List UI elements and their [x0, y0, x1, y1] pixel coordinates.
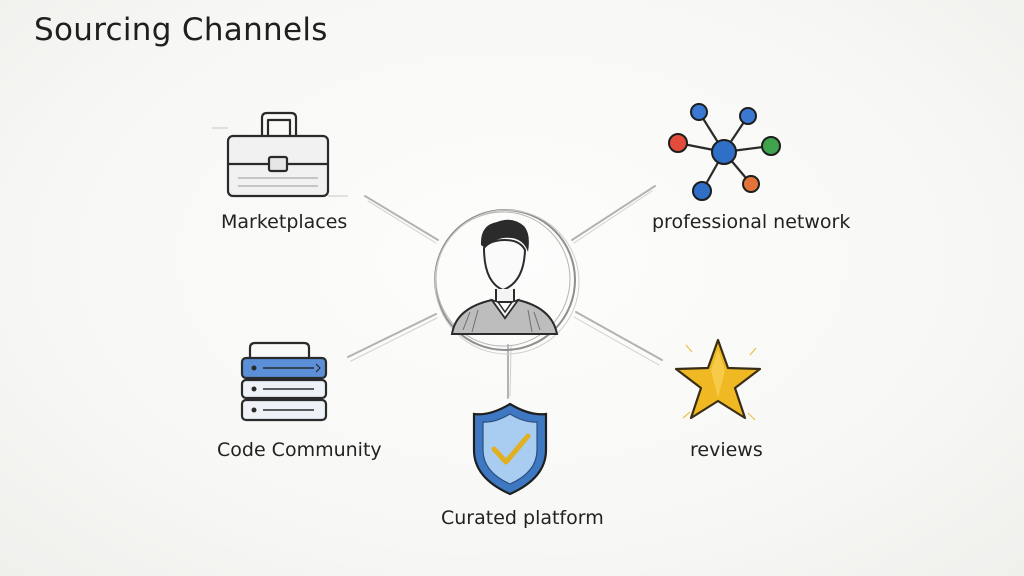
node-label-code-community: Code Community: [217, 439, 382, 461]
briefcase-icon: [212, 111, 348, 198]
connector-professional-network: [571, 185, 656, 241]
connector-marketplaces: [364, 195, 439, 241]
connector-code-community-sketch: [350, 317, 438, 362]
star-icon: [674, 338, 762, 421]
connector-marketplaces-sketch: [367, 200, 437, 244]
server-stack-icon: [240, 341, 328, 422]
node-label-marketplaces: Marketplaces: [221, 211, 348, 233]
node-label-professional-network: professional network: [652, 211, 851, 233]
node-label-curated-platform: Curated platform: [441, 507, 604, 529]
network-icon: [668, 103, 781, 201]
connector-reviews-sketch: [573, 316, 660, 366]
connector-code-community: [347, 313, 437, 358]
person-icon: [434, 209, 580, 355]
shield-check-icon: [472, 402, 548, 496]
node-label-reviews: reviews: [690, 439, 763, 461]
connector-reviews: [575, 311, 663, 361]
connector-professional-network-sketch: [573, 190, 653, 244]
diagram-title: Sourcing Channels: [34, 12, 328, 48]
